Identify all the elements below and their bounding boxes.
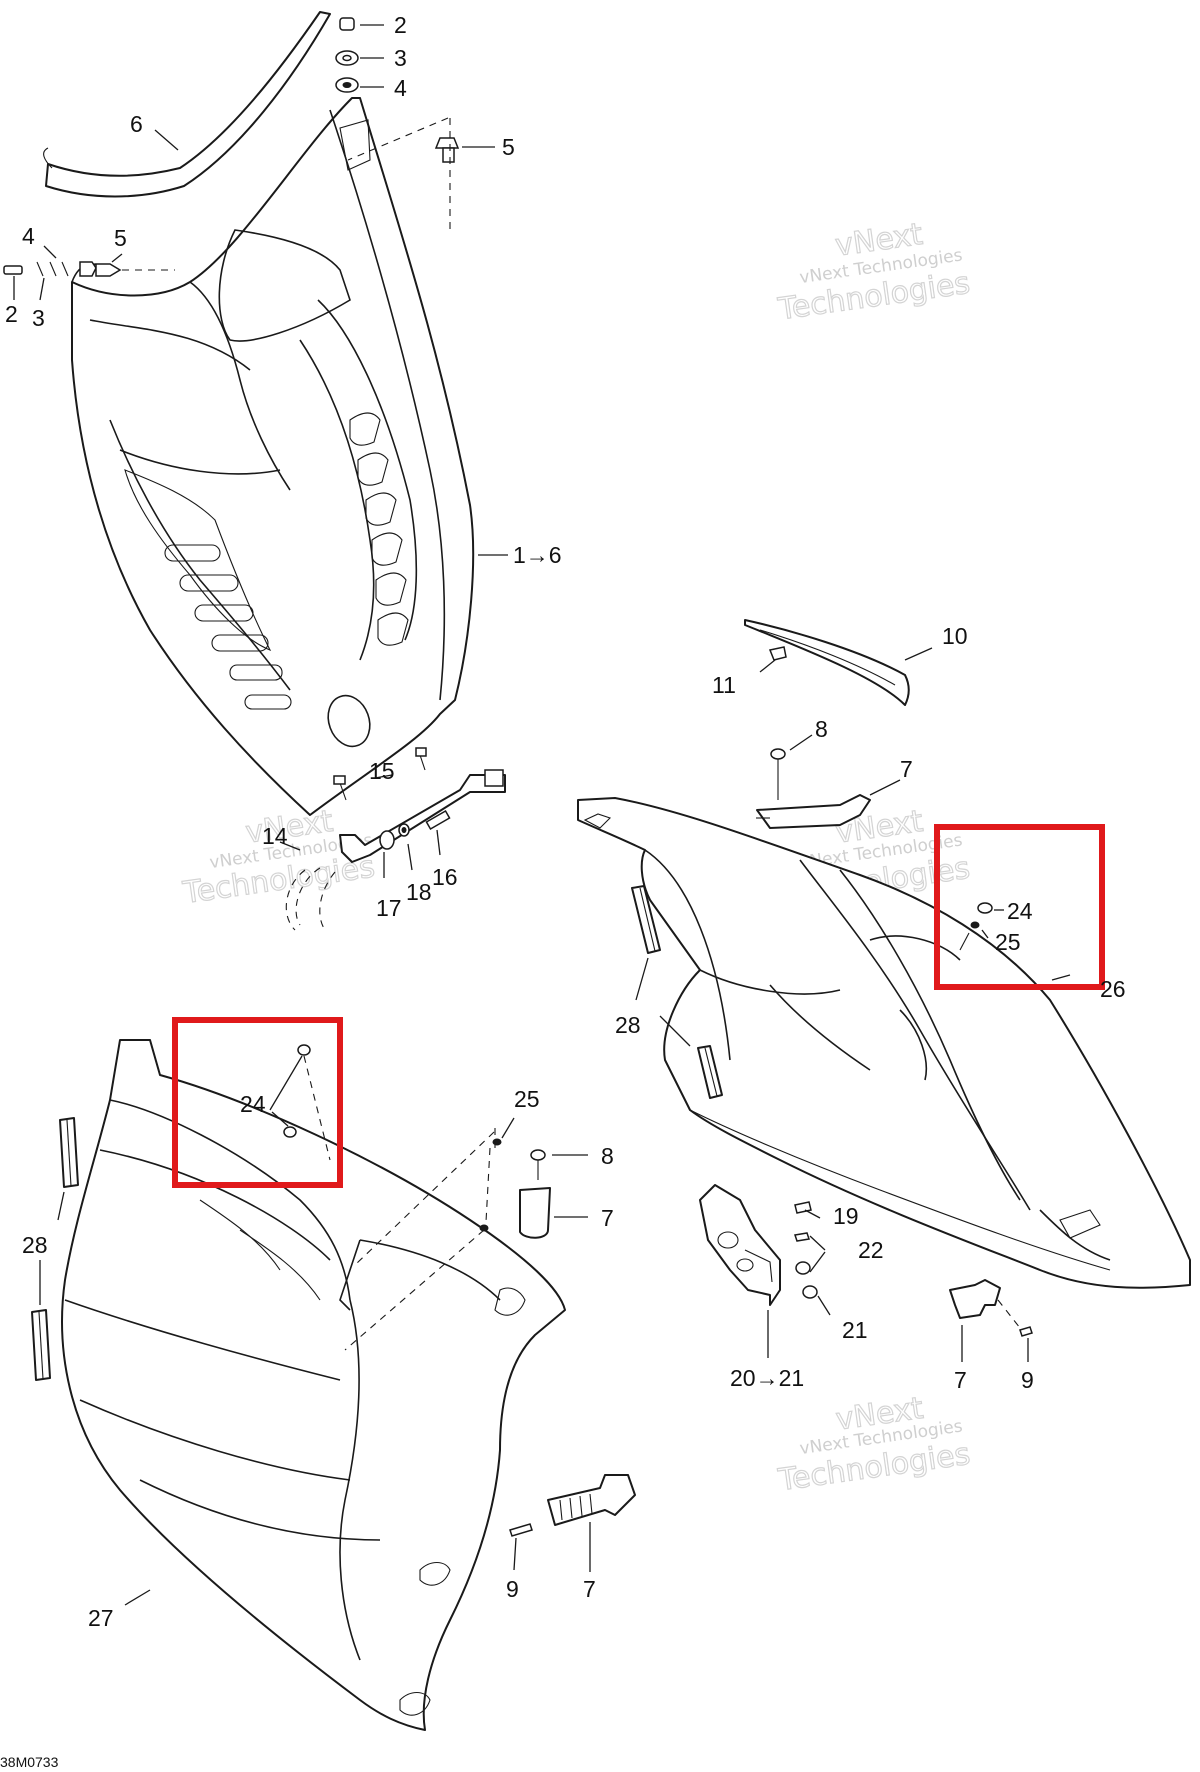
part-label: 22 [858,1237,884,1263]
hardware-top-right [335,17,495,235]
bracket-part-19-22 [699,1184,831,1358]
part-label: 4 [22,223,35,249]
part-label: 2 [5,301,18,327]
part-label: 27 [88,1605,114,1631]
clip-part-24-25-right [959,902,1071,981]
part-label: 24 [240,1091,266,1117]
part-label: 5 [114,225,127,251]
callout-box-24-25-right [934,824,1105,990]
callout-box-24-left [172,1017,343,1188]
part-label: 2 [394,12,407,38]
strip-part-28-left [31,1117,79,1381]
part-label: 18 [406,879,432,905]
diagram-code: 38M0733 [0,1754,59,1770]
part-label: 21 [842,1317,868,1343]
part-label: 28 [615,1012,641,1038]
part-label: 24 [1007,898,1033,924]
leader-part-27 [124,1589,151,1606]
part-label: 14 [262,823,288,849]
part-label: 9 [1021,1367,1034,1393]
part-label: 26 [1100,976,1126,1002]
part-label: 7 [601,1205,614,1231]
part-label: 1→6 [513,542,562,568]
hood-bracket-hardware [279,747,506,931]
part-label: 3 [32,305,45,331]
part-label: 25 [995,929,1021,955]
clip-part-24-25-left [269,1044,515,1351]
latch-part-7-8-left [519,1149,588,1239]
leader-part-6 [154,129,179,151]
part-label: 10 [942,623,968,649]
part-label: 8 [815,716,828,742]
part-label: 6 [130,111,143,137]
part-label: 16 [432,864,458,890]
part-label: 25 [514,1086,540,1112]
side-panel-part-26 [577,797,1191,1289]
part-label: 11 [712,672,736,698]
vent-slots-right [349,412,409,646]
latch-part-7-9-right [949,1279,1033,1362]
part-label: 15 [369,758,395,784]
deflector-part-10 [744,619,933,706]
part-label: 7 [900,756,913,782]
part-label: 20→21 [730,1365,804,1391]
hood-part-1 [71,97,475,816]
latch-part-7-9-bottom [509,1474,636,1572]
part-label: 7 [954,1367,967,1393]
part-label: 7 [583,1576,596,1602]
part-label: 9 [506,1576,519,1602]
part-label: 5 [502,134,515,160]
strip-part-28-right [631,885,723,1099]
part-label: 19 [833,1203,859,1229]
hardware-left [3,245,175,301]
part-label: 28 [22,1232,48,1258]
part-label: 4 [394,75,407,101]
trim-strip-part-6 [43,11,331,198]
part-number-labels: 2 3 4 5 6 4 5 2 3 1→6 10 11 8 7 15 14 16… [5,12,1126,1631]
side-panel-part-27 [61,1039,566,1731]
latch-part-7-upper [756,734,901,829]
part-label: 8 [601,1143,614,1169]
part-label: 17 [376,895,402,921]
part-label: 3 [394,45,407,71]
vent-slots-left [124,469,292,710]
